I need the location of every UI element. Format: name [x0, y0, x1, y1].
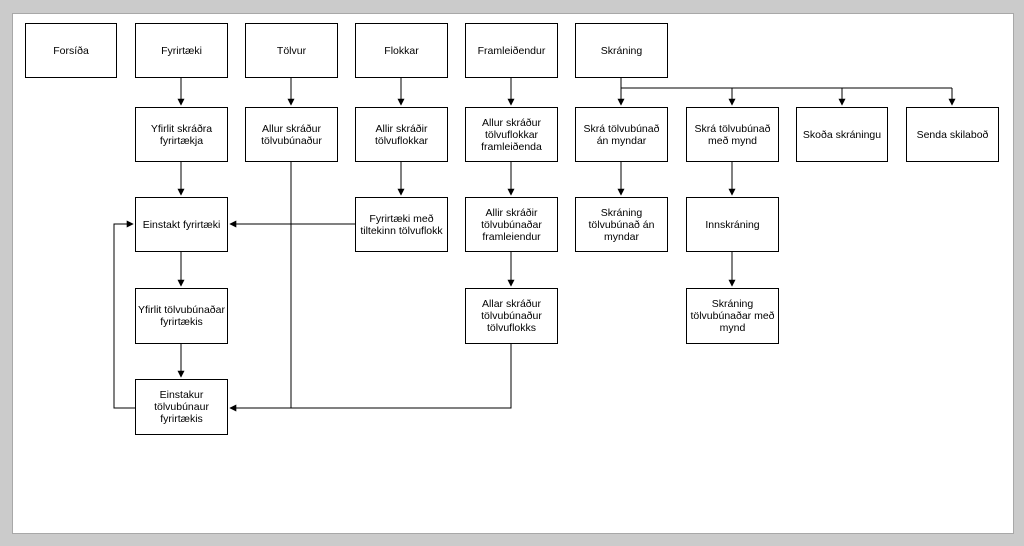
node-skraning[interactable]: Skráning	[575, 23, 668, 78]
node-allir-skradir-tolvuflokkar[interactable]: Allir skráðir tölvuflokkar	[355, 107, 448, 162]
node-allir-skradir-framleiendur[interactable]: Allir skráðir tölvubúnaðar framleiendur	[465, 197, 558, 252]
arrow-tolvuflokks-einstakur	[291, 344, 512, 409]
node-yfirlit-tolvubunadar-fyrirtaekis[interactable]: Yfirlit tölvubúnaðar fyrirtækis	[135, 288, 228, 344]
node-yfirlit-skradra-fyrirtaekja[interactable]: Yfirlit skráðra fyrirtækja	[135, 107, 228, 162]
node-allar-skradur-tolvuflokks[interactable]: Allar skráður tölvubúnaður tölvuflokks	[465, 288, 558, 344]
arrow-allur-einstakur	[229, 162, 292, 412]
node-senda-skilabod[interactable]: Senda skilaboð	[906, 107, 999, 162]
node-skoda-skraningu[interactable]: Skoða skráningu	[796, 107, 888, 162]
node-allur-skradur-tolvubunadur[interactable]: Allur skráður tölvubúnaður	[245, 107, 338, 162]
node-skraning-an-myndar[interactable]: Skráning tölvubúnað án myndar	[575, 197, 668, 252]
node-tolvur[interactable]: Tölvur	[245, 23, 338, 78]
node-framleidendur[interactable]: Framleiðendur	[465, 23, 558, 78]
node-innskraning[interactable]: Innskráning	[686, 197, 779, 252]
node-skra-an-myndar[interactable]: Skrá tölvubúnað án myndar	[575, 107, 668, 162]
node-skra-med-mynd[interactable]: Skrá tölvubúnað með mynd	[686, 107, 779, 162]
node-allur-skradur-tolvuflokkar-framleidenda[interactable]: Allur skráður tölvuflokkar framleiðenda	[465, 107, 558, 162]
node-forsida[interactable]: Forsíða	[25, 23, 117, 78]
node-fyrirtaeki-med-tolvuflokk[interactable]: Fyrirtæki með tiltekinn tölvuflokk	[355, 197, 448, 252]
node-einstakt-fyrirtaeki[interactable]: Einstakt fyrirtæki	[135, 197, 228, 252]
node-flokkar[interactable]: Flokkar	[355, 23, 448, 78]
node-einstakur-tolvubunadur[interactable]: Einstakur tölvubúnaur fyrirtækis	[135, 379, 228, 435]
skraning-branch	[620, 78, 952, 89]
node-fyrirtaeki[interactable]: Fyrirtæki	[135, 23, 228, 78]
node-skraning-med-mynd[interactable]: Skráning tölvubúnaðar með mynd	[686, 288, 779, 344]
arrow-einstakur-einstakt	[113, 220, 135, 409]
